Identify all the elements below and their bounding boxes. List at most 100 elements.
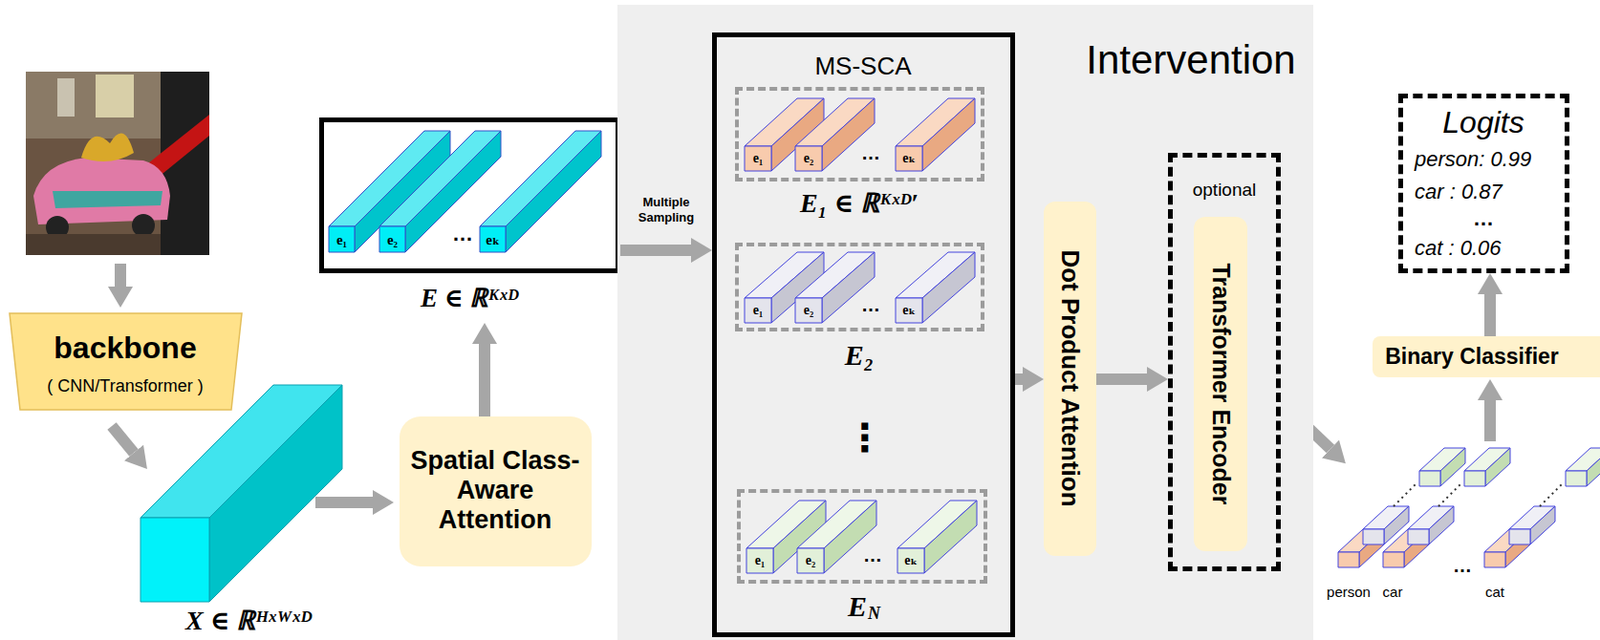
dotted-link [1438, 483, 1462, 507]
node-text: Transformer Encoder [1207, 263, 1234, 506]
backbone-trapezoid: backbone ( CNN/Transformer ) [8, 312, 243, 411]
cuboid-face [744, 146, 772, 172]
trapezoid-shape [9, 313, 242, 411]
cuboid-face [924, 500, 977, 574]
free-label: car [1383, 584, 1404, 602]
node-text: eₖ [904, 553, 918, 568]
cuboid-face [1419, 471, 1441, 487]
cuboid-face [479, 226, 506, 253]
node-text: Dot Product Attention [1056, 249, 1084, 507]
classifier-module: Binary Classifier [1372, 336, 1600, 378]
flow-arrow [620, 244, 692, 257]
cuboid-face [746, 548, 774, 574]
cuboid-face [795, 298, 822, 324]
cuboid-face [1338, 552, 1360, 568]
cuboid-face [328, 226, 355, 253]
node-text: e₁ [336, 231, 347, 248]
node-text: e₂ [803, 151, 814, 166]
node-text: E ∈ ℝᴷˣᴰ [420, 284, 519, 314]
flow-arrow [315, 497, 373, 509]
encoder-module: Transformer Encoder [1193, 216, 1248, 552]
node-text: e₂ [805, 553, 816, 568]
photo-toy-car [33, 157, 171, 225]
node-text: Spatial Class-Aware Attention [404, 446, 586, 536]
cuboid-face [379, 226, 406, 253]
cuboid-face [1383, 552, 1405, 568]
embedding-set: e₁e₂…eₖE ∈ ℝᴷˣᴰ [319, 117, 621, 324]
sample-group: e₁e₂…eₖE₂ [735, 242, 985, 377]
cuboid-face [1359, 529, 1384, 568]
flow-arrow [114, 263, 127, 287]
ms-sca-box: e₁e₂…eₖE₁ ∈ ℝᴷˣᴰ′e₁e₂…eₖE₂e₁e₂…eₖENMS-SC… [712, 32, 1016, 638]
cuboid-face [1407, 529, 1429, 545]
photo-glass [57, 78, 75, 117]
cuboid-face [897, 548, 925, 574]
cuboid-face [1586, 448, 1600, 487]
photo-car-stripe [52, 191, 163, 209]
node-text: person: 0.99 [1414, 148, 1532, 172]
flow-arrow [111, 426, 134, 454]
cuboid-face [1404, 529, 1429, 568]
cuboid-face [1530, 506, 1556, 545]
node-text: … [863, 544, 883, 566]
cuboid-face [795, 146, 822, 172]
dotted-link [1393, 483, 1417, 507]
node-text: car : 0.87 [1414, 180, 1503, 204]
flow-arrow [1484, 400, 1496, 442]
node-text: eₖ [902, 151, 916, 166]
embedding-cuboids [735, 86, 985, 182]
logits-box: Logitsperson: 0.99car : 0.87…cat : 0.06 [1398, 93, 1570, 274]
node-text: Intervention [1085, 38, 1296, 83]
edge-label: Multiple Sampling [627, 194, 705, 225]
embedding-cuboids [319, 117, 621, 274]
cuboid-face [1505, 529, 1531, 568]
node-text: e₁ [753, 302, 763, 318]
flow-arrow [1096, 373, 1147, 386]
attention-module: Dot Product Attention [1043, 201, 1097, 557]
free-label: ⋮ [845, 416, 885, 459]
cuboid-face [895, 146, 923, 172]
cuboid-face [922, 252, 975, 324]
optional-box: Transformer Encoder optional [1167, 152, 1281, 572]
cuboid-face [895, 298, 923, 324]
attention-module: Spatial Class-Aware Attention [399, 416, 592, 567]
node-text: backbone [53, 331, 196, 366]
cuboid-face [797, 548, 824, 574]
flow-arrow [1015, 373, 1023, 386]
node-text: N [867, 605, 881, 625]
node-text: eₖ [902, 302, 916, 318]
photo-wheel [131, 214, 155, 238]
node-text: e₁ [753, 151, 763, 166]
cuboid-face [209, 385, 343, 603]
node-text: … [861, 142, 881, 164]
cuboid-face [1428, 506, 1454, 545]
cuboid-face [1440, 448, 1466, 487]
photo-sign [95, 74, 134, 118]
node-text: e₂ [803, 302, 814, 318]
flow-arrow [1484, 294, 1496, 337]
cuboid-face [140, 518, 210, 603]
embedding-cuboids [735, 242, 985, 332]
cuboid-face [405, 130, 501, 253]
node-text: … [861, 294, 881, 316]
node-text: ( CNN/Transformer ) [46, 377, 203, 397]
node-text: Logits [1442, 106, 1524, 140]
photo-ground [25, 71, 210, 256]
free-label: cat [1485, 584, 1505, 602]
node-text: optional [1192, 180, 1257, 201]
sample-group: e₁e₂…eₖE₁ ∈ ℝᴷˣᴰ′ [735, 86, 985, 226]
free-label: … [1452, 555, 1472, 577]
intervention-panel: e₁e₂…eₖE₁ ∈ ℝᴷˣᴰ′e₁e₂…eₖE₂e₁e₂…eₖENMS-SC… [617, 4, 1314, 640]
cuboid-face [1509, 529, 1531, 545]
cuboid-face [1362, 529, 1384, 545]
node-text: MS-SCA [814, 52, 911, 81]
cuboid-face [1484, 552, 1506, 568]
free-label: X ∈ ℝᴴˣᵂˣᴰ [185, 606, 312, 637]
cuboid-face [505, 130, 602, 253]
cuboid-face [922, 98, 975, 172]
node-text: E [847, 590, 867, 623]
photo-table [25, 234, 161, 256]
cuboid-face [1485, 448, 1511, 487]
embedding-cuboids [736, 489, 988, 584]
